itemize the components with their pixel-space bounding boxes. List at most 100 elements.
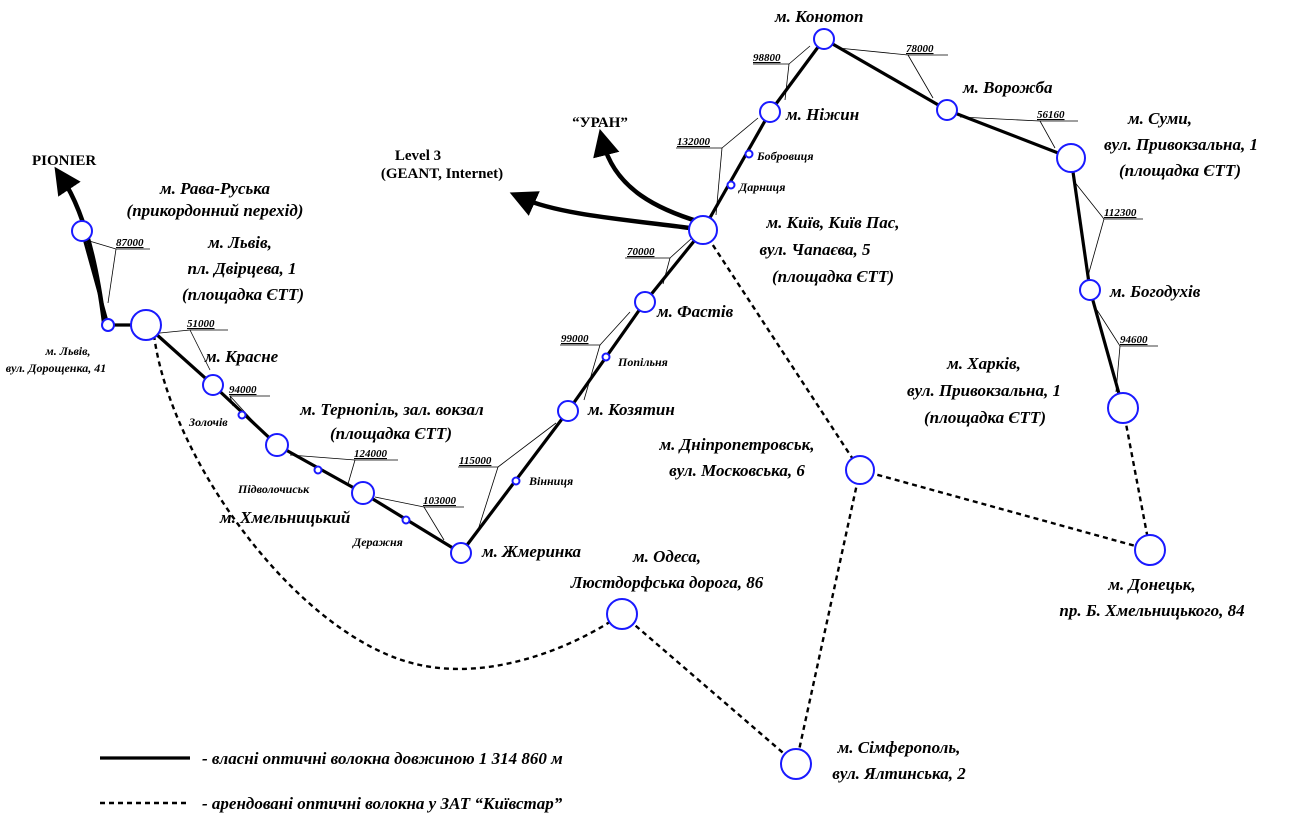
node-vinnytsia [511,476,521,486]
distance-krasne-ternopil: 94000 [229,384,257,396]
label-rava-2: (прикордонний перехід) [127,201,304,220]
legend-own-label: - власні оптичні волокна довжиною 1 314 … [202,749,563,768]
label-koziatyn: м. Козятин [587,400,675,419]
label-donetsk-2: пр. Б. Хмельницького, 84 [1059,601,1244,620]
node-pidvolochysk [313,465,323,475]
node-konotop [813,28,835,50]
label-ternopil-1: м. Тернопіль, зал. вокзал [299,400,484,419]
node-derazhnia [401,515,411,525]
node-fastiv [634,291,656,313]
distance-lviv-krasne: 51000 [187,318,215,330]
label-lviv-1: м. Львів, [207,233,272,252]
label-odesa-1: м. Одеса, [632,547,701,566]
distance-zhmerynka-koziatyn: 115000 [459,455,492,467]
arrow-pionier [54,166,107,323]
node-sumy [1056,143,1086,173]
label-bohodukhiv: м. Богодухів [1109,282,1201,301]
label-zolochiv: Золочів [188,415,228,429]
label-level3-line1: Level 3 [395,148,441,164]
line-vorozhba-sumy [946,108,1072,160]
line-sumy-bohodukhiv [1069,157,1092,291]
label-lviv-2: пл. Двірцева, 1 [187,259,296,278]
label-pidvolochysk: Підволочиськ [237,482,310,496]
node-kyiv [688,215,718,245]
label-kharkiv-2: вул. Привокзальна, 1 [907,381,1061,400]
node-lviv [130,309,162,341]
lease-dnipro-simferopol [794,469,862,765]
label-kharkiv-1: м. Харків, [946,354,1021,373]
node-nizhyn [759,101,781,123]
label-uran: “УРАН” [572,115,628,131]
node-kharkiv [1107,392,1139,424]
label-sumy-3: (площадка ЄТТ) [1119,161,1241,180]
label-lviv-dor-1: м. Львів, [45,344,91,358]
node-popilnia [601,352,611,362]
label-popilnia: Попільня [617,355,668,369]
line-bohodukhiv-kharkiv [1088,289,1125,409]
node-khmelnytskyi [351,481,375,505]
distance-rava-lviv: 87000 [116,237,144,249]
lease-dnipro-donetsk [859,468,1151,552]
label-dnipro-1: м. Дніпропетровськ, [659,435,815,454]
label-brovary: Бобровиця [756,149,814,163]
node-brovary [744,149,754,159]
lease-odesa-simferopol [621,613,797,765]
node-darnytsia [726,180,736,190]
distance-fastiv-kyiv: 70000 [627,246,655,258]
label-dnipro-2: вул. Московська, 6 [669,461,805,480]
label-kyiv-1: м. Київ, Київ Пас, [765,213,899,232]
label-zhmerynka: м. Жмеринка [481,542,582,561]
label-kyiv-3: (площадка ЄТТ) [772,267,894,286]
label-kharkiv-3: (площадка ЄТТ) [924,408,1046,427]
label-simferopol-1: м. Сімферополь, [837,738,961,757]
label-donetsk-1: м. Донецьк, [1107,575,1195,594]
node-zolochiv [237,410,247,420]
distance-sumy-bohodukhiv: 112300 [1104,207,1137,219]
node-vorozhba [936,99,958,121]
distance-vorozhba-sumy: 56160 [1037,109,1065,121]
label-khmelnytskyi: м. Хмельницький [219,508,350,527]
node-rava [71,220,93,242]
line-konotop-vorozhba [823,37,948,112]
node-bohodukhiv [1079,279,1101,301]
label-rava-1: м. Рава-Руська [159,179,270,198]
distance-khmelnytskyi-zhmerynka: 103000 [423,495,457,507]
node-dnipro [845,455,875,485]
node-odesa [606,598,638,630]
distance-konotop-vorozhba: 78000 [906,43,934,55]
line-fastiv-kyiv [643,228,705,304]
lease-lviv-odesa [152,334,623,671]
distance-koziatyn-fastiv: 99000 [561,333,589,345]
arrow-uran [593,128,701,225]
label-vinnytsia: Вінниця [528,474,573,488]
node-koziatyn [557,400,579,422]
label-sumy-1: м. Суми, [1127,109,1192,128]
distance-labels: 87000 51000 94000 124000 103000 115000 9… [116,43,1148,507]
distance-ternopil-khmelnytskyi: 124000 [354,448,388,460]
distance-kyiv-nizhyn: 132000 [677,136,711,148]
label-lviv-3: (площадка ЄТТ) [182,285,304,304]
label-simferopol-2: вул. Ялтинська, 2 [832,764,966,783]
distance-nizhyn-konotop: 98800 [753,52,781,64]
node-simferopol [780,748,812,780]
node-lviv-dor [101,318,115,332]
label-konotop: м. Конотоп [774,7,863,26]
legend: - власні оптичні волокна довжиною 1 314 … [100,749,563,813]
label-ternopil-2: (площадка ЄТТ) [330,424,452,443]
label-derazhnia: Деражня [352,535,403,549]
nodes [71,28,1166,780]
label-odesa-2: Люстдорфська дорога, 86 [570,573,764,592]
label-darnytsia: Дарниця [738,180,785,194]
line-rava-lviv [80,230,110,326]
label-level3-line2: (GEANT, Internet) [381,166,503,182]
label-pionier: PIONIER [32,153,96,169]
lease-kyiv-dnipro [701,229,862,471]
node-zhmerynka [450,542,472,564]
line-nizhyn-konotop [768,38,826,113]
node-donetsk [1134,534,1166,566]
node-krasne [202,374,224,396]
node-ternopil [265,433,289,457]
lease-kharkiv-donetsk [1121,407,1152,551]
